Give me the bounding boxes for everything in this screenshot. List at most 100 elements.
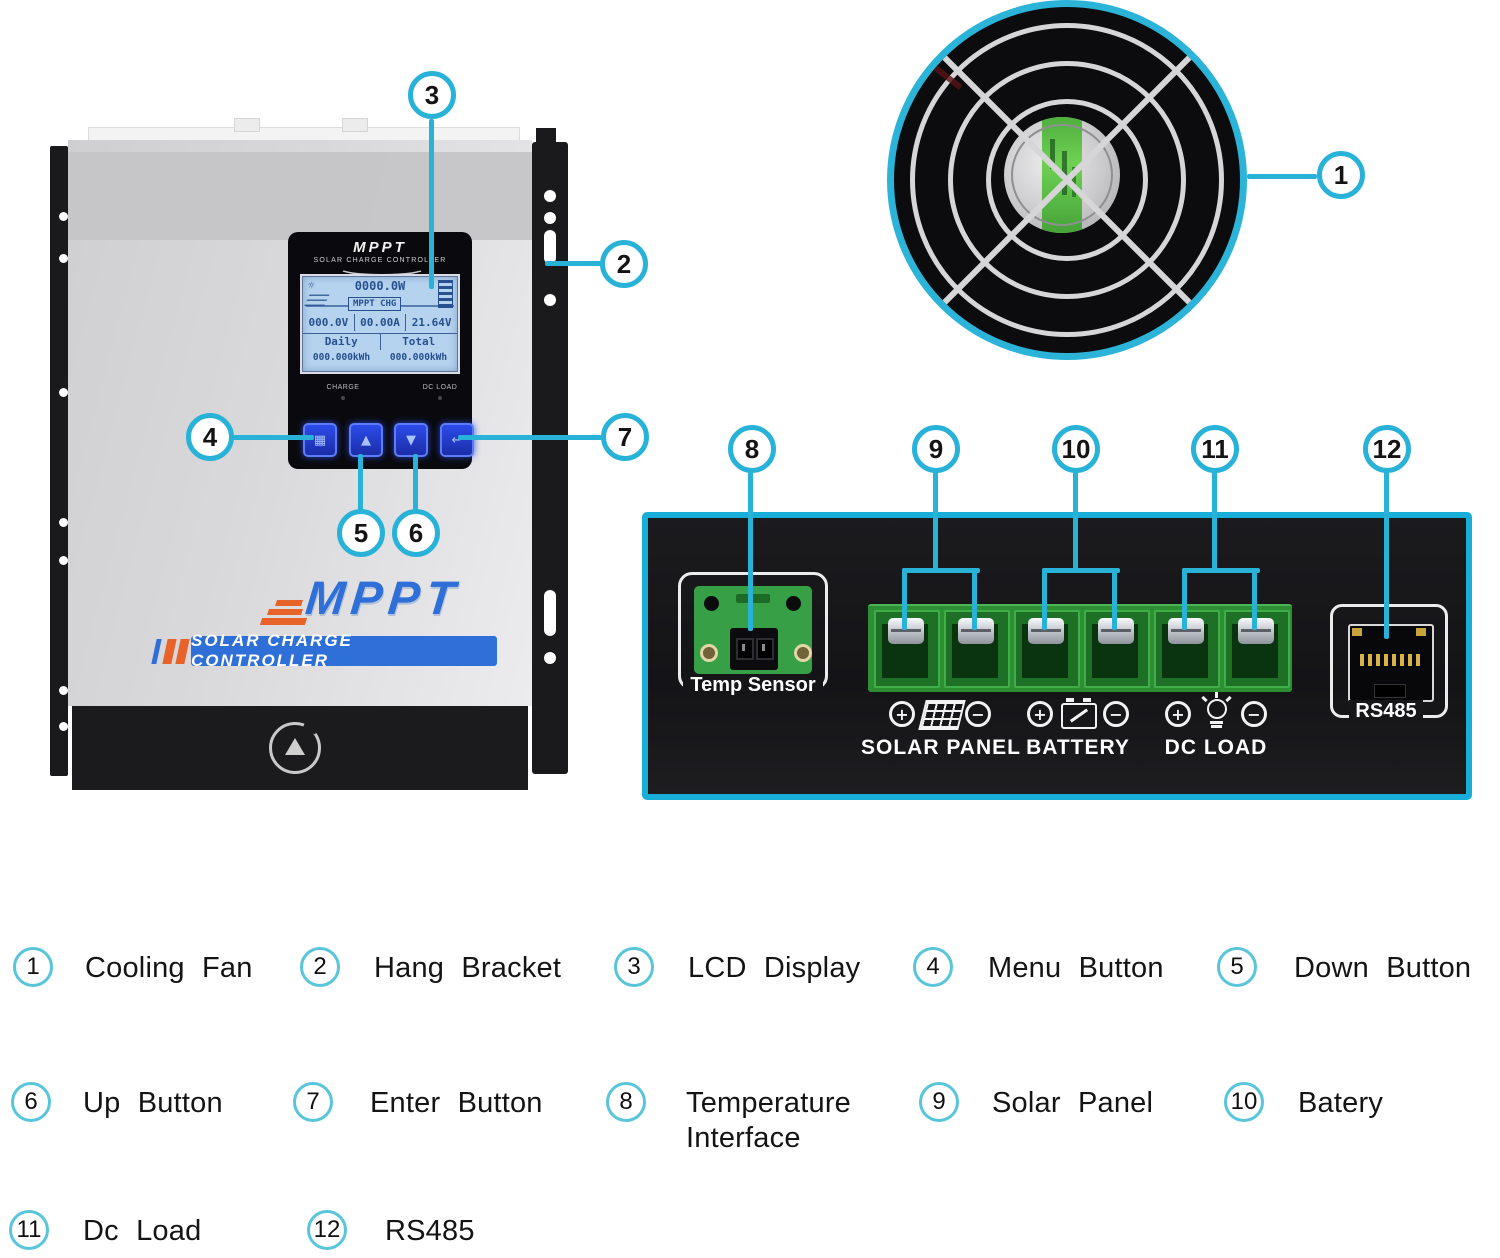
charge-led-label: CHARGE xyxy=(326,384,360,391)
rs485-label-wrap: RS485 xyxy=(1330,700,1442,723)
temp-sensor-label-wrap: Temp Sensor xyxy=(666,674,840,697)
callout-line-10-bar xyxy=(1042,568,1120,573)
legend-label-enter-button: Enter Button xyxy=(370,1087,543,1119)
callout-line-6 xyxy=(413,454,418,511)
fan-grill-ring xyxy=(948,61,1186,299)
panel-swoosh xyxy=(338,260,426,276)
bulb-ray xyxy=(1215,692,1218,698)
callout-line-11-stem xyxy=(1212,471,1217,571)
callout-9-num: 9 xyxy=(928,433,944,464)
legend-num: 7 xyxy=(306,1088,320,1115)
rj45-clip-notch xyxy=(1374,684,1406,698)
sun-icon: ☼ xyxy=(308,279,315,292)
bulb-glass xyxy=(1207,699,1227,719)
bracket-notch xyxy=(59,254,68,263)
callout-line-10-leg xyxy=(1112,568,1117,630)
callout-line-7 xyxy=(458,435,603,440)
menu-button: ▦ xyxy=(303,423,337,457)
lcd-total-energy: 000.000kWh xyxy=(389,352,448,363)
bracket-notch xyxy=(59,212,68,221)
callout-4: 4 xyxy=(186,413,234,461)
logo-stripe xyxy=(275,600,303,606)
bracket-notch xyxy=(59,388,68,397)
plus-glyph: + xyxy=(895,704,909,724)
legend-num: 10 xyxy=(1230,1088,1258,1115)
lcd-batt-voltage: 21.64V xyxy=(411,316,452,329)
bracket-slot xyxy=(544,230,556,264)
lcd-current: 00.00A xyxy=(353,314,407,331)
front-control-panel: MPPT SOLAR CHARGE CONTROLLER ☼ 0000.0W M… xyxy=(288,232,474,469)
battery-terminal xyxy=(1066,698,1074,702)
legend-num: 12 xyxy=(313,1216,341,1243)
panel-brand: MPPT xyxy=(353,239,407,256)
callout-line-8 xyxy=(748,471,753,631)
dc-load-label: DC LOAD xyxy=(1164,736,1268,759)
legend-label-up-button: Up Button xyxy=(83,1087,223,1119)
legend-num-1: 1 xyxy=(13,947,53,987)
logo-stripe xyxy=(267,609,303,615)
plus-glyph: + xyxy=(1033,704,1047,724)
battery-label: BATTERY xyxy=(1026,736,1130,759)
rj45-pins xyxy=(1360,654,1420,666)
bracket-hole xyxy=(544,294,556,306)
callout-line-9-leg xyxy=(972,568,977,630)
callout-2: 2 xyxy=(600,240,648,288)
body-top-band xyxy=(68,152,532,240)
fan-grill-ring xyxy=(986,99,1148,261)
callout-12: 12 xyxy=(1363,425,1411,473)
pcb-screw xyxy=(704,596,719,611)
legend-num-5: 5 xyxy=(1217,947,1257,987)
connector-pin xyxy=(762,644,765,651)
bracket-hole xyxy=(544,212,556,224)
legend-label-solar-panel: Solar Panel xyxy=(992,1087,1154,1119)
top-tab xyxy=(234,118,260,132)
terminal-solar-minus xyxy=(944,610,1010,688)
bulb-ray xyxy=(1225,695,1232,703)
bracket-notch xyxy=(59,722,68,731)
lcd-row-energy-values: 000.000kWh 000.000kWh xyxy=(303,349,457,367)
callout-line-10-leg xyxy=(1042,568,1047,630)
callout-12-num: 12 xyxy=(1372,433,1402,464)
legend-num: 2 xyxy=(313,953,327,980)
bracket-notch xyxy=(59,686,68,695)
legend-num: 4 xyxy=(926,953,940,980)
legend-num-11: 11 xyxy=(9,1210,49,1250)
battery-terminal xyxy=(1083,698,1091,702)
legend-num: 3 xyxy=(627,953,641,980)
enter-icon: ↵ xyxy=(451,432,463,448)
callout-line-9-leg xyxy=(902,568,907,630)
lcd-pv-voltage: 000.0V xyxy=(308,316,349,329)
callout-11: 11 xyxy=(1191,425,1239,473)
logo-subtitle: SOLAR CHARGE CONTROLLER xyxy=(191,631,353,670)
minus-glyph: − xyxy=(1247,704,1261,724)
terminal-battery-plus xyxy=(1014,610,1080,688)
connector-pin xyxy=(742,644,745,651)
callout-line-10-stem xyxy=(1073,471,1078,571)
battery-slash xyxy=(1069,708,1089,723)
dc-load-led-label: DC LOAD xyxy=(422,384,458,391)
pcb-slot xyxy=(736,594,770,603)
pcb-ring xyxy=(794,644,812,662)
legend-num: 9 xyxy=(932,1088,946,1115)
bracket-top-tab xyxy=(536,128,556,144)
bulb-base xyxy=(1211,725,1222,728)
plus-icon: + xyxy=(1027,701,1053,727)
legend-label-cooling-fan: Cooling Fan xyxy=(85,952,253,984)
bulb-icon xyxy=(1199,692,1235,730)
legend-num: 8 xyxy=(619,1088,633,1115)
callout-10: 10 xyxy=(1052,425,1100,473)
bulb-ray xyxy=(1201,695,1208,703)
battery-icon xyxy=(1061,698,1097,729)
legend-num-10: 10 xyxy=(1224,1082,1264,1122)
callout-9: 9 xyxy=(912,425,960,473)
bulb-base xyxy=(1210,721,1223,724)
callout-5: 5 xyxy=(337,509,385,557)
legend-num: 5 xyxy=(1230,953,1244,980)
legend-label-dc-load: Dc Load xyxy=(83,1215,202,1247)
rj45-port xyxy=(1348,624,1434,702)
lcd-daily-label: Daily xyxy=(303,334,381,350)
terminal-dcload-plus xyxy=(1154,610,1220,688)
bracket-hole xyxy=(544,652,556,664)
legend-label-down-button: Down Button xyxy=(1294,952,1472,984)
